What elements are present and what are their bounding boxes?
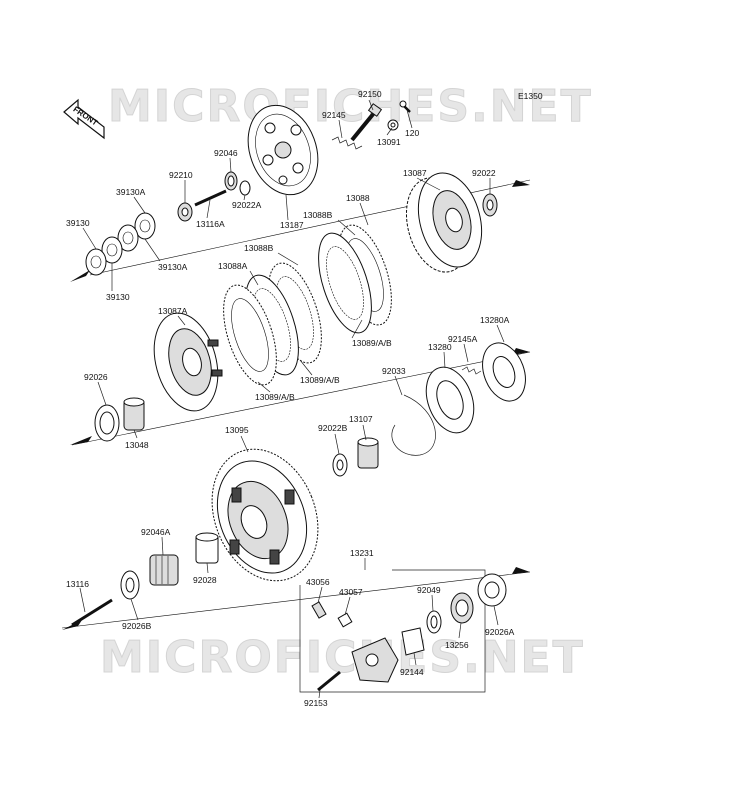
label-92028: 92028: [193, 575, 217, 585]
part-13048-sleeve: [123, 397, 145, 431]
label-13280: 13280: [428, 342, 452, 352]
label-120: 120: [405, 128, 419, 138]
label-92153: 92153: [304, 698, 328, 708]
part-92026B-washer: [120, 570, 140, 600]
label-92026B: 92026B: [122, 621, 152, 631]
label-92022A: 92022A: [232, 200, 262, 210]
part-clutch-plates-lower: [223, 262, 322, 386]
part-92026A-cover: [477, 573, 507, 607]
part-120-screw: [399, 100, 411, 113]
label-13088B-top: 13088B: [303, 210, 333, 220]
part-92028-sleeve: [195, 532, 219, 564]
part-13280-plate: [425, 366, 475, 434]
leader-lines: [79, 99, 505, 699]
label-13107: 13107: [349, 414, 373, 424]
label-92026: 92026: [84, 372, 108, 382]
label-92049: 92049: [417, 585, 441, 595]
label-92144: 92144: [400, 667, 424, 677]
label-13088B-mid: 13088B: [244, 243, 274, 253]
label-43056: 43056: [306, 577, 330, 587]
part-13087-clutch-housing-top: [405, 172, 483, 273]
part-labels: 92150 92145 120 13091 92046 92210 92022A…: [66, 89, 515, 708]
part-92210-nut: [177, 202, 193, 222]
label-92026A: 92026A: [485, 627, 515, 637]
label-39130A-bottom: 39130A: [158, 262, 188, 272]
part-92046A-needle-bearing: [149, 554, 179, 586]
label-13089-3: 13089/A/B: [255, 392, 295, 402]
diagram-code: E1350: [518, 91, 543, 101]
label-13088A: 13088A: [218, 261, 248, 271]
part-13116-rod: [71, 598, 113, 627]
part-39130-plates: [85, 212, 156, 276]
label-13256: 13256: [445, 640, 469, 650]
label-13087: 13087: [403, 168, 427, 178]
part-92033-circlip: [391, 394, 436, 456]
label-13088: 13088: [346, 193, 370, 203]
part-13095-clutch-housing: [211, 448, 319, 582]
label-13087A: 13087A: [158, 306, 188, 316]
label-13187: 13187: [280, 220, 304, 230]
part-13231-bracket: [299, 569, 486, 693]
label-92033: 92033: [382, 366, 406, 376]
label-13231: 13231: [350, 548, 374, 558]
label-92046A: 92046A: [141, 527, 171, 537]
label-92210: 92210: [169, 170, 193, 180]
part-13087A-clutch-hub: [153, 312, 223, 412]
part-13107-collar: [357, 437, 379, 469]
label-39130-bottom: 39130: [106, 292, 130, 302]
part-92022A-washer: [239, 180, 251, 196]
label-92145: 92145: [322, 110, 346, 120]
label-39130-left: 39130: [66, 218, 90, 228]
label-92145A: 92145A: [448, 334, 478, 344]
part-92145A-spring: [461, 366, 482, 375]
part-92145-spring: [331, 136, 363, 150]
part-92046-bearing: [224, 171, 238, 191]
label-43057: 43057: [339, 587, 363, 597]
part-92026-washer: [94, 404, 120, 442]
front-arrow-icon: FRONT: [63, 98, 105, 140]
part-43057-cap: [337, 612, 353, 628]
label-92046: 92046: [214, 148, 238, 158]
part-92049-seal: [426, 610, 442, 634]
label-13116: 13116: [66, 579, 89, 589]
part-92153-bolt: [317, 670, 341, 692]
part-clutch-plates-upper: [318, 224, 392, 334]
label-13089-1: 13089/A/B: [352, 338, 392, 348]
part-13280A-plate: [482, 342, 526, 402]
part-13091-washer: [387, 119, 399, 131]
part-92144-boot: [401, 627, 425, 656]
watermark-top: MICROFICHES.NET: [108, 81, 593, 132]
label-13091: 13091: [377, 137, 401, 147]
label-13095: 13095: [225, 425, 249, 435]
label-39130A-top: 39130A: [116, 187, 146, 197]
part-43056-bleeder: [311, 601, 327, 619]
label-13116A: 13116A: [196, 219, 225, 229]
label-92022B: 92022B: [318, 423, 348, 433]
watermark-bottom: MICROFICHES.NET: [100, 632, 585, 683]
part-slave-cylinder: [351, 637, 399, 683]
label-13048: 13048: [125, 440, 149, 450]
label-13089-2: 13089/A/B: [300, 375, 340, 385]
part-13256-piston: [450, 592, 474, 624]
part-92022B-washer: [332, 453, 348, 477]
label-92150: 92150: [358, 89, 382, 99]
label-92022: 92022: [472, 168, 496, 178]
label-13280A: 13280A: [480, 315, 510, 325]
part-13116A-rod: [194, 189, 227, 207]
part-13187-pressure-plate: [247, 104, 319, 196]
part-92022-washer: [482, 193, 498, 217]
